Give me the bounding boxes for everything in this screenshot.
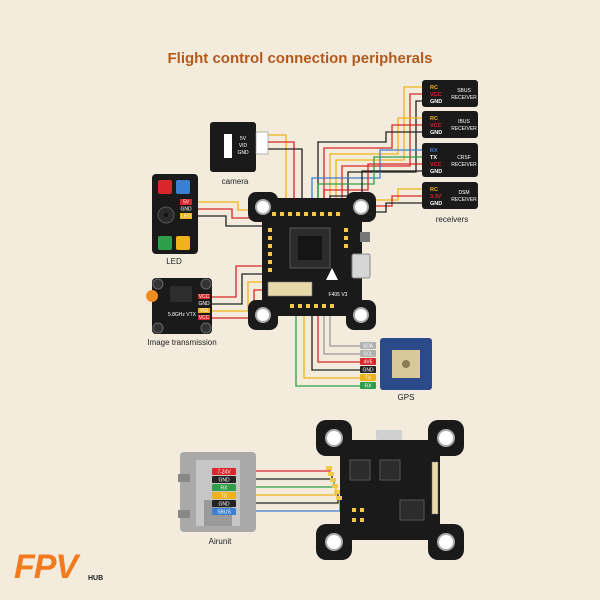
led-pin-0: 5V bbox=[183, 200, 190, 206]
antenna-connector-icon bbox=[146, 290, 158, 302]
led-caption: LED bbox=[166, 257, 182, 266]
gps-pin: SDA bbox=[363, 344, 374, 350]
receiver-pin: RX bbox=[430, 148, 438, 154]
vtx-pin-labels: VCC GND VID VCC bbox=[198, 294, 210, 321]
airunit-module: 7-24V GND RX TX GND SBUS Airunit bbox=[178, 452, 256, 546]
camera-panel-text-0: 5V bbox=[240, 136, 247, 142]
vtx-label: 5.8GHz VTX bbox=[168, 312, 197, 318]
receiver-name: SBUS bbox=[457, 88, 471, 94]
solder-pads-bottom bbox=[326, 466, 364, 522]
airunit-pin: TX bbox=[221, 494, 228, 500]
boot-button bbox=[360, 232, 370, 242]
receiver-name: DSM bbox=[458, 190, 469, 196]
brand-logo-sub: HUB bbox=[88, 575, 104, 582]
mount-hole-icon bbox=[255, 199, 271, 215]
mount-hole-icon bbox=[325, 533, 343, 551]
receiver-pin: GND bbox=[430, 99, 442, 105]
receiver-dsm: RC 3.3V GND DSM RECEIVER bbox=[422, 182, 478, 209]
receiver-ibus: RC VCC GND IBUS RECEIVER bbox=[422, 111, 478, 138]
vtx-pin-1: GND bbox=[198, 301, 210, 307]
receiver-pin: 3.3V bbox=[430, 194, 442, 200]
receiver-name-sub: RECEIVER bbox=[451, 126, 477, 132]
mount-hole-icon bbox=[437, 429, 455, 447]
gps-pin: SCL bbox=[363, 352, 373, 358]
vtx-board bbox=[152, 278, 212, 334]
led-pin-1: GND bbox=[180, 207, 192, 213]
airunit-pin: SBUS bbox=[217, 510, 231, 516]
receiver-crsf: RX TX VCC GND CRSF RECEIVER bbox=[422, 143, 478, 177]
image-transmission-caption: Image transmission bbox=[147, 338, 216, 347]
mount-hole-icon bbox=[353, 199, 369, 215]
led-pin-labels: 5V GND LED bbox=[180, 199, 192, 220]
led-module: 5V GND LED LED bbox=[152, 174, 198, 266]
receiver-pin: VCC bbox=[430, 162, 442, 168]
led-blue-icon bbox=[176, 180, 190, 194]
vtx-pin-3: VCC bbox=[199, 315, 210, 321]
gps-pin: GND bbox=[362, 368, 374, 374]
mount-hole-icon bbox=[437, 533, 455, 551]
brand-logo: FPV bbox=[14, 548, 78, 586]
arrow-icon bbox=[326, 268, 338, 280]
gps-pin: TX bbox=[365, 376, 372, 382]
receivers-group: RC VCC GND SBUS RECEIVER RC VCC GND IBUS… bbox=[422, 80, 478, 224]
receiver-pin: TX bbox=[430, 155, 437, 161]
airunit-pin: 7-24V bbox=[217, 470, 231, 476]
receivers-caption: receivers bbox=[436, 215, 468, 224]
receiver-pin: GND bbox=[430, 169, 442, 175]
led-green-icon bbox=[158, 236, 172, 250]
receiver-name-sub: RECEIVER bbox=[451, 95, 477, 101]
diagram-title: Flight control connection peripherals bbox=[167, 50, 433, 67]
side-connector bbox=[431, 461, 439, 515]
camera-label-sticker bbox=[224, 134, 232, 158]
vtx-pin-2: VID bbox=[200, 308, 209, 314]
vtx-pin-0: VCC bbox=[199, 294, 210, 300]
airunit-pin-labels: 7-24V GND RX TX GND SBUS bbox=[212, 468, 236, 516]
led-yellow-icon bbox=[176, 236, 190, 250]
usb-port-icon bbox=[351, 253, 371, 279]
solder-pads bbox=[268, 212, 348, 308]
gps-pin-labels: SDA SCL 4V5 GND TX RX bbox=[360, 342, 376, 390]
airunit-caption: Airunit bbox=[209, 537, 232, 546]
mount-hole-icon bbox=[255, 307, 271, 323]
camera-panel-text-2: GND bbox=[237, 150, 249, 156]
receiver-name-sub: RECEIVER bbox=[451, 162, 477, 168]
airunit-pin: RX bbox=[221, 486, 229, 492]
receiver-name-sub: RECEIVER bbox=[451, 197, 477, 203]
usb-port-icon bbox=[376, 430, 402, 440]
gps-pin: RX bbox=[365, 384, 373, 390]
gps-caption: GPS bbox=[398, 393, 415, 402]
receiver-pin: GND bbox=[430, 201, 442, 207]
receiver-name: IBUS bbox=[458, 119, 470, 125]
receiver-pin: VCC bbox=[430, 92, 442, 98]
camera-connector bbox=[255, 131, 269, 155]
receiver-pin: RC bbox=[430, 85, 438, 91]
camera-body bbox=[210, 122, 256, 172]
camera-panel-text-1: VID bbox=[239, 143, 248, 149]
led-pin-2: LED bbox=[181, 214, 191, 220]
mount-hole-icon bbox=[325, 429, 343, 447]
flat-connector bbox=[267, 281, 313, 297]
mount-hole-icon bbox=[353, 307, 369, 323]
receiver-pin: RC bbox=[430, 116, 438, 122]
receiver-sbus: RC VCC GND SBUS RECEIVER bbox=[422, 80, 478, 107]
airunit-pin: GND bbox=[218, 502, 230, 508]
board-label: F405 V3 bbox=[329, 292, 348, 298]
receiver-pin: RC bbox=[430, 187, 438, 193]
led-red-icon bbox=[158, 180, 172, 194]
gps-pin: 4V5 bbox=[364, 360, 373, 366]
camera-caption: camera bbox=[222, 177, 249, 186]
vtx-module: 5.8GHz VTX VCC GND VID VCC Image transmi… bbox=[146, 278, 217, 347]
receiver-pin: GND bbox=[430, 130, 442, 136]
flight-controller-bottom bbox=[316, 420, 464, 560]
camera-module: 5V VID GND camera bbox=[210, 122, 269, 186]
flight-controller-board: F405 V3 bbox=[248, 192, 376, 330]
airunit-pin: GND bbox=[218, 478, 230, 484]
receiver-name: CRSF bbox=[457, 155, 471, 161]
receiver-pin: VCC bbox=[430, 123, 442, 129]
gps-module: SDA SCL 4V5 GND TX RX GPS bbox=[360, 338, 432, 402]
